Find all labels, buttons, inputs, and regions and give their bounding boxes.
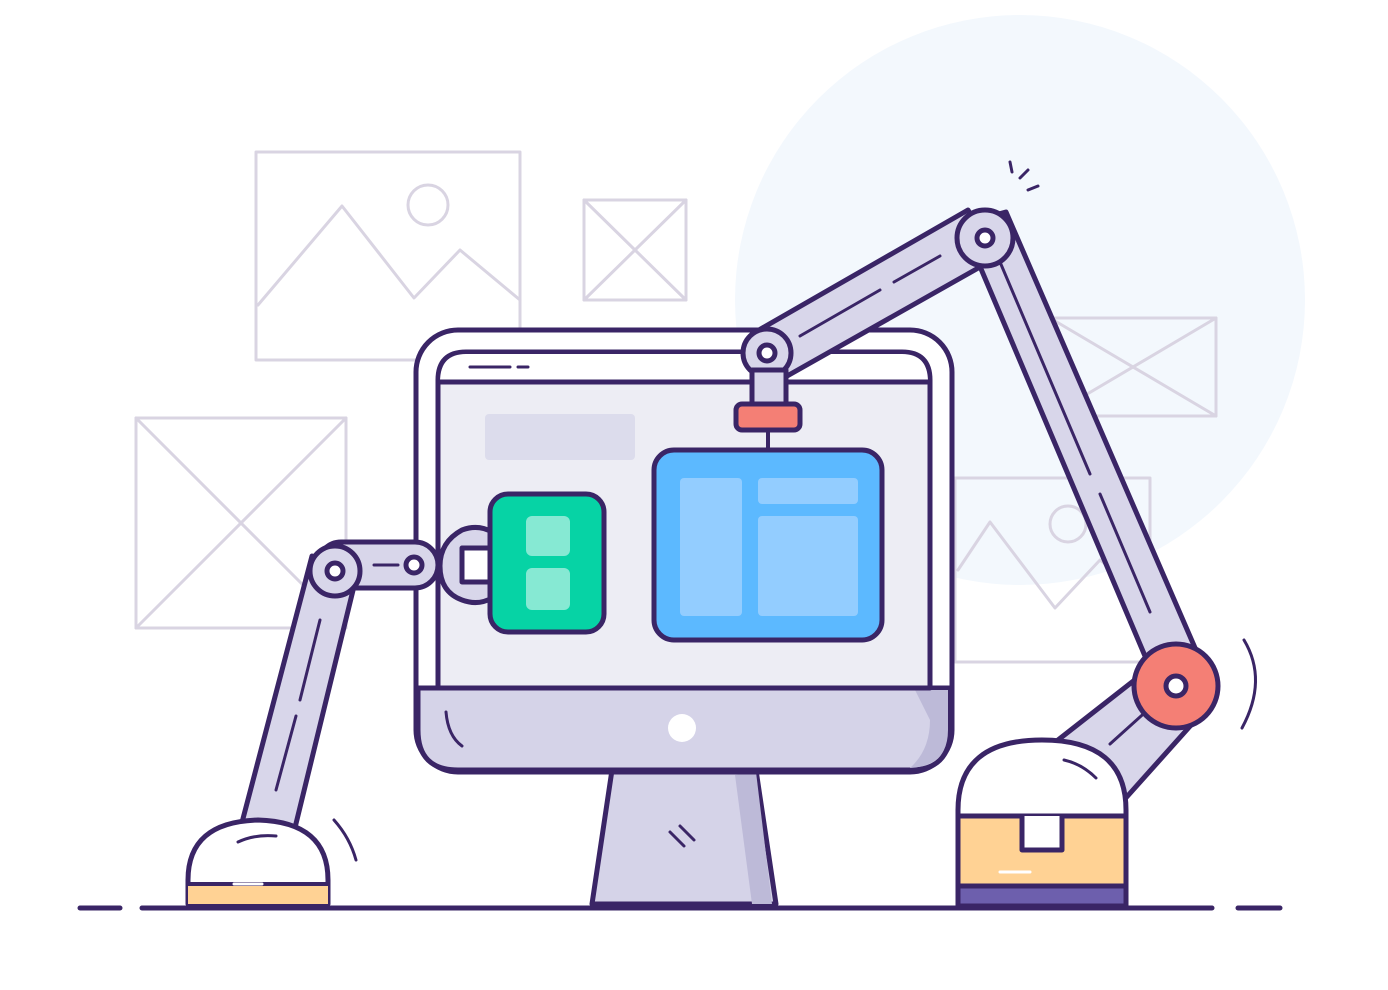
green-content-block [487, 491, 607, 635]
monitor-button [668, 714, 696, 742]
blue-content-block [651, 447, 885, 643]
right-robot-arm [733, 160, 1257, 909]
screen-title-placeholder [485, 414, 635, 460]
image-placeholder-icon [254, 150, 522, 362]
left-robot-arm [185, 524, 495, 907]
crossed-box-placeholder-icon [582, 198, 688, 302]
